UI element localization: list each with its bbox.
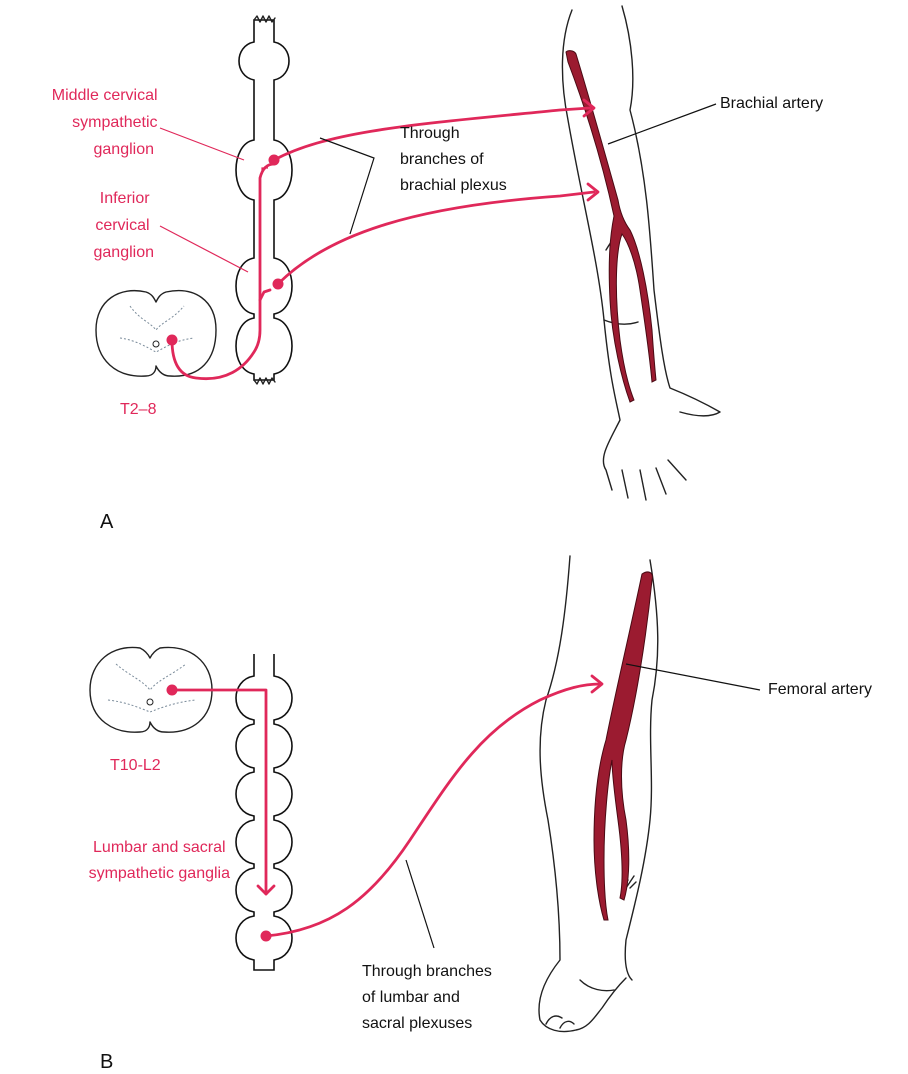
label-brachial-artery: Brachial artery [720, 95, 823, 112]
leader-brachial-artery [608, 104, 716, 144]
sympathetic-chain-a [236, 16, 292, 384]
nerve-pathways-b [167, 676, 603, 942]
label-spinal-level-b: T10-L2 [110, 757, 161, 774]
leader-middle-cervical [160, 128, 244, 160]
label-spinal-level-a: T2–8 [120, 401, 157, 418]
panel-letter-b: B [100, 1051, 113, 1073]
label-femoral-artery: Femoral artery [768, 681, 872, 698]
leader-lumbar-branches [406, 860, 434, 948]
panel-letter-a: A [100, 511, 114, 533]
leader-inferior-cervical [160, 226, 248, 272]
panel-b: T10-L2 Lumbar and sacral sympathetic gan… [89, 556, 872, 1073]
leader-femoral-artery [626, 664, 760, 690]
panel-a: Middle cervical sympathetic ganglion Inf… [52, 6, 823, 533]
label-inferior-cervical: Inferior cervical ganglion [94, 190, 155, 261]
nerve-pathways-a [167, 100, 599, 379]
preganglionic-cell-body-b [167, 685, 178, 696]
leg-illustration [539, 556, 658, 1032]
label-middle-cervical: Middle cervical sympathetic ganglion [52, 87, 162, 158]
spinal-cord-section-a [96, 291, 216, 377]
leader-brachial-branches [320, 138, 374, 234]
label-lumbar-sacral-ganglia: Lumbar and sacral sympathetic ganglia [89, 839, 231, 882]
label-brachial-branches: Through branches of brachial plexus [400, 125, 507, 194]
sympathetic-chain-b [236, 654, 292, 970]
arm-illustration [562, 6, 720, 500]
preganglionic-cell-body-a [167, 335, 178, 346]
label-lumbar-branches: Through branches of lumbar and sacral pl… [362, 963, 496, 1032]
